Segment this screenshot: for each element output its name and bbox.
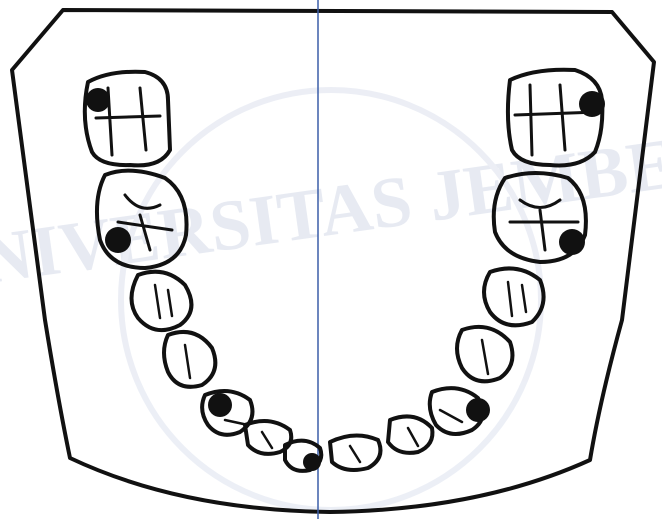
left-first-premolar xyxy=(164,332,215,387)
left-second-molar xyxy=(85,72,170,166)
right-first-molar-spot xyxy=(559,229,585,255)
left-first-molar-spot xyxy=(105,227,131,253)
right-canine-spot xyxy=(466,398,490,422)
right-central-incisor xyxy=(330,435,380,470)
right-first-premolar xyxy=(457,327,512,381)
right-canine xyxy=(430,388,490,434)
right-second-premolar xyxy=(484,268,544,325)
left-second-premolar xyxy=(132,272,192,330)
watermark-text: UNIVERSITAS JEMBER xyxy=(0,115,662,306)
right-lateral-incisor xyxy=(388,416,432,452)
left-canine-spot xyxy=(208,393,232,417)
right-second-molar-spot xyxy=(579,91,605,117)
left-second-molar-spot xyxy=(86,88,110,112)
left-central-incisor-spot xyxy=(303,453,321,471)
